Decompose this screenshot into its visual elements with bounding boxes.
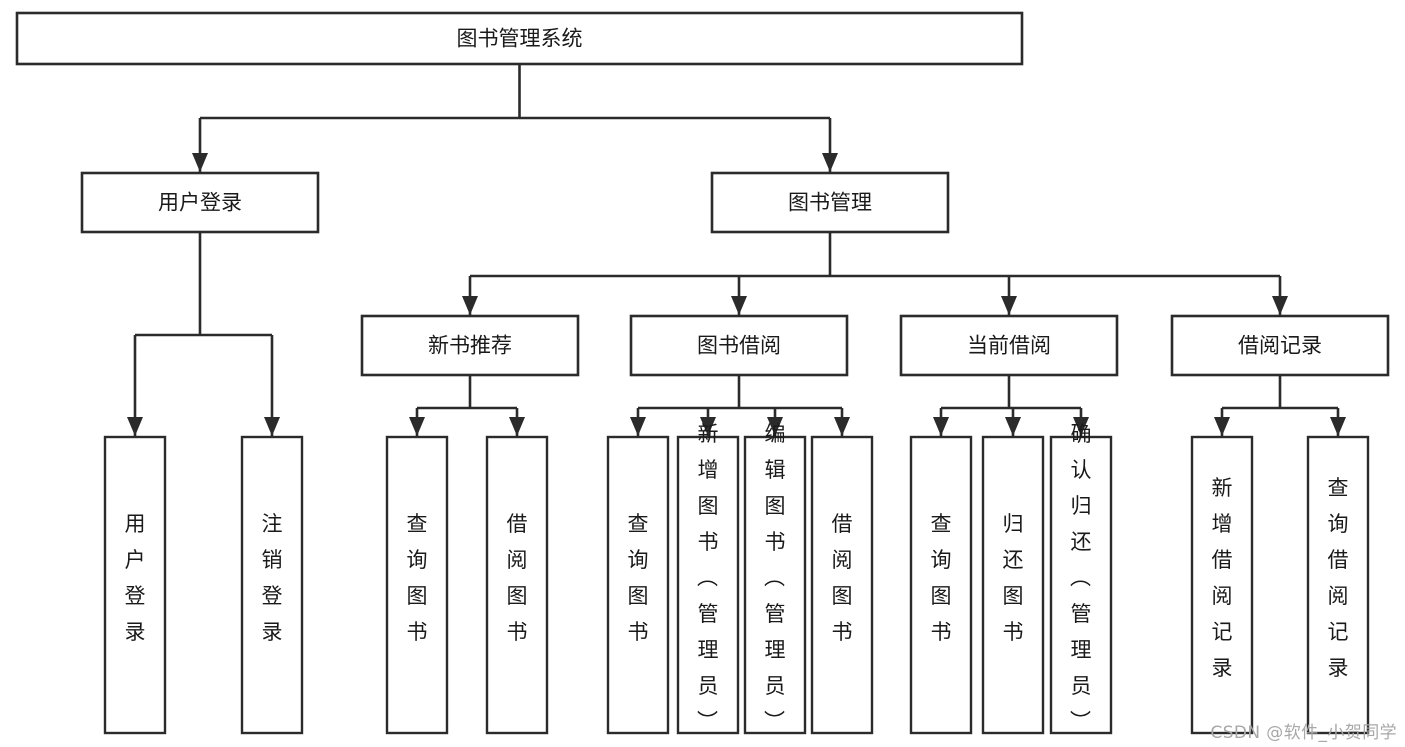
node-label-leaf-logout-login: 注销登录	[262, 512, 283, 644]
node-label-borrow-record: 借阅记录	[1238, 334, 1322, 358]
node-label-book-manage: 图书管理	[788, 191, 872, 215]
node-box-book-borrow	[629, 314, 849, 377]
node-label-leaf-query-record: 查询借阅记录	[1328, 476, 1349, 680]
node-box-leaf-user-login	[103, 435, 167, 735]
node-leaf-add-record[interactable]: 新增借阅记录	[1190, 435, 1254, 735]
node-label-leaf-add-record: 新增借阅记录	[1212, 476, 1233, 680]
arrow-head-icon	[1005, 417, 1021, 436]
arrow-head-icon	[192, 153, 208, 172]
arrow-head-icon	[409, 417, 425, 436]
node-label-root: 图书管理系统	[457, 27, 583, 51]
node-box-leaf-add-record	[1190, 435, 1254, 735]
node-box-leaf-confirm-return	[1049, 435, 1113, 735]
node-label-user-login: 用户登录	[158, 191, 242, 215]
node-leaf-borrow-book-2[interactable]: 借阅图书	[810, 435, 874, 735]
node-box-leaf-edit-book	[743, 435, 807, 735]
node-leaf-borrow-book-1[interactable]: 借阅图书	[485, 435, 549, 735]
arrow-head-icon	[767, 417, 783, 436]
node-box-leaf-add-book	[676, 435, 740, 735]
arrow-head-icon	[630, 417, 646, 436]
node-box-leaf-return-book	[981, 435, 1045, 735]
arrow-head-icon	[1214, 417, 1230, 436]
arrow-head-icon	[933, 417, 949, 436]
node-leaf-user-login[interactable]: 用户登录	[103, 435, 167, 735]
node-book-borrow[interactable]: 图书借阅	[629, 314, 849, 377]
node-label-leaf-edit-book: 编辑图书（管理员）	[764, 422, 786, 734]
node-box-new-book-recommend	[360, 314, 580, 377]
node-label-leaf-return-book: 归还图书	[1003, 512, 1024, 644]
arrow-head-icon	[1272, 296, 1288, 315]
node-leaf-return-book[interactable]: 归还图书	[981, 435, 1045, 735]
node-label-current-borrow: 当前借阅	[967, 334, 1051, 358]
node-leaf-edit-book[interactable]: 编辑图书（管理员）	[743, 422, 807, 735]
node-box-user-login	[80, 171, 320, 234]
node-box-leaf-query-book-1	[385, 435, 449, 735]
node-leaf-query-book-1[interactable]: 查询图书	[385, 435, 449, 735]
arrow-head-icon	[1001, 296, 1017, 315]
node-label-leaf-query-book-1: 查询图书	[407, 512, 428, 644]
arrow-head-icon	[509, 417, 525, 436]
node-leaf-confirm-return[interactable]: 确认归还（管理员）	[1049, 422, 1113, 735]
node-label-leaf-confirm-return: 确认归还（管理员）	[1070, 422, 1092, 734]
arrow-head-icon	[1330, 417, 1346, 436]
node-label-leaf-borrow-book-1: 借阅图书	[507, 512, 528, 644]
node-box-borrow-record	[1170, 314, 1390, 377]
node-leaf-query-book-3[interactable]: 查询图书	[909, 435, 973, 735]
node-label-book-borrow: 图书借阅	[697, 334, 781, 358]
node-box-root	[15, 11, 1024, 66]
node-root[interactable]: 图书管理系统	[15, 11, 1024, 66]
node-box-book-manage	[710, 171, 950, 234]
node-box-current-borrow	[899, 314, 1119, 377]
node-box-leaf-query-book-3	[909, 435, 973, 735]
node-label-leaf-query-book-2: 查询图书	[628, 512, 649, 644]
arrow-head-icon	[834, 417, 850, 436]
node-label-leaf-query-book-3: 查询图书	[931, 512, 952, 644]
node-new-book-recommend[interactable]: 新书推荐	[360, 314, 580, 377]
node-book-manage[interactable]: 图书管理	[710, 171, 950, 234]
node-leaf-query-record[interactable]: 查询借阅记录	[1306, 435, 1370, 735]
arrow-head-icon	[700, 417, 716, 436]
arrow-head-icon	[127, 417, 143, 436]
node-label-leaf-user-login: 用户登录	[125, 512, 146, 644]
node-box-leaf-query-book-2	[606, 435, 670, 735]
node-leaf-query-book-2[interactable]: 查询图书	[606, 435, 670, 735]
node-box-leaf-query-record	[1306, 435, 1370, 735]
arrow-head-icon	[731, 296, 747, 315]
node-label-new-book-recommend: 新书推荐	[428, 334, 512, 358]
node-borrow-record[interactable]: 借阅记录	[1170, 314, 1390, 377]
arrow-head-icon	[462, 296, 478, 315]
node-user-login[interactable]: 用户登录	[80, 171, 320, 234]
edges-layer	[127, 64, 1346, 436]
arrow-head-icon	[264, 417, 280, 436]
arrow-head-icon	[1073, 417, 1089, 436]
arrow-head-icon	[822, 153, 838, 172]
node-label-leaf-add-book: 新增图书（管理员）	[697, 422, 719, 734]
node-leaf-logout-login[interactable]: 注销登录	[240, 435, 304, 735]
node-box-leaf-borrow-book-2	[810, 435, 874, 735]
node-box-leaf-logout-login	[240, 435, 304, 735]
node-label-leaf-borrow-book-2: 借阅图书	[832, 512, 853, 644]
node-leaf-add-book[interactable]: 新增图书（管理员）	[676, 422, 740, 735]
nodes-layer: 图书管理系统用户登录图书管理新书推荐图书借阅当前借阅借阅记录用户登录注销登录查询…	[15, 11, 1390, 735]
node-current-borrow[interactable]: 当前借阅	[899, 314, 1119, 377]
node-box-leaf-borrow-book-1	[485, 435, 549, 735]
